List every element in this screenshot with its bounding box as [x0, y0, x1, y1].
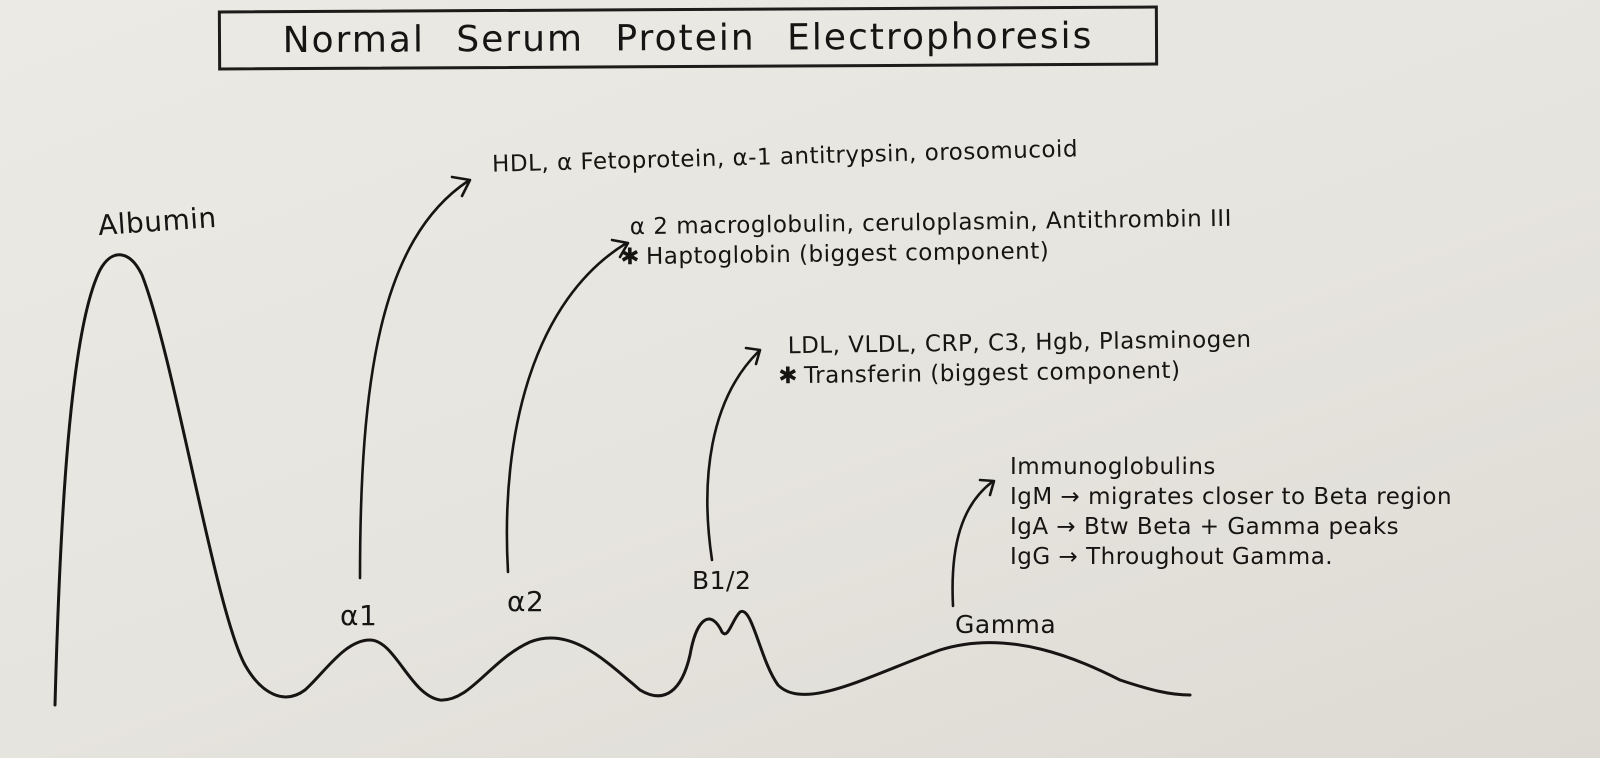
arrow-alpha1 — [358, 179, 470, 580]
arrow-alpha2 — [505, 242, 627, 574]
annotation-gamma: Immunoglobulins IgM → migrates closer to… — [1010, 452, 1452, 572]
arrowhead-gamma — [978, 478, 996, 497]
annotation-alpha2: α 2 macroglobulin, ceruloplasmin, Antith… — [620, 204, 1233, 272]
annotation-beta-starred-text: Transferin (biggest component) — [803, 357, 1181, 390]
arrowhead-beta — [744, 346, 762, 366]
peak-label-albumin: Albumin — [96, 200, 218, 243]
star-icon: ✱ — [620, 244, 641, 271]
annotation-gamma-line-4: IgG → Throughout Gamma. — [1010, 544, 1334, 570]
peak-label-beta: B1/2 — [692, 566, 752, 595]
arrowhead-alpha1 — [450, 175, 472, 198]
peak-label-gamma: Gamma — [955, 610, 1057, 639]
peak-label-alpha1: α1 — [340, 599, 378, 632]
annotation-alpha2-starred-text: Haptoglobin (biggest component) — [645, 238, 1050, 270]
arrowhead-alpha2 — [610, 238, 630, 259]
arrow-beta — [706, 350, 760, 562]
annotation-beta: LDL, VLDL, CRP, C3, Hgb, Plasminogen ✱Tr… — [778, 325, 1253, 391]
annotation-gamma-line-1: Immunoglobulins — [1010, 454, 1216, 480]
peak-label-alpha2: α2 — [507, 585, 545, 618]
annotation-gamma-line-3: IgA → Btw Beta + Gamma peaks — [1010, 514, 1400, 540]
annotation-gamma-line-2: IgM → migrates closer to Beta region — [1010, 484, 1453, 510]
electrophoresis-trace — [53, 253, 1192, 707]
arrow-gamma — [951, 480, 994, 608]
star-icon: ✱ — [778, 363, 799, 390]
